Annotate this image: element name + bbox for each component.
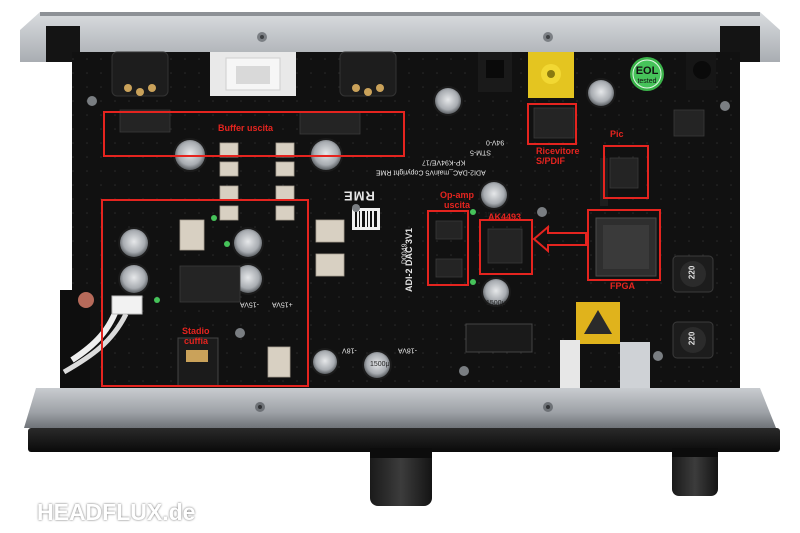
rail-label-mid-a: -18V: [342, 346, 357, 354]
rail-label-left-b: +15VA: [272, 300, 293, 308]
headflux-watermark-text: HEADFLUX.de: [37, 498, 196, 525]
annotation-fpga: FPGA: [610, 281, 636, 291]
board-brand-silkscreen: RME: [343, 188, 375, 204]
rail-label-mid-b: -18VA: [398, 346, 417, 354]
board-kp-code-silkscreen: KP-K94VE/17: [422, 158, 466, 166]
annotation-opamp-line2: uscita: [444, 200, 471, 210]
headflux-logo-icon: [5, 498, 33, 526]
headflux-watermark: HEADFLUX.de: [5, 497, 196, 527]
eol-sticker-line2: tested: [637, 78, 657, 85]
annotation-receiver-spdif-line2: S/PDIF: [536, 156, 566, 166]
annotation-pic-line1: Pic: [610, 129, 624, 139]
annotation-headphone-stage-line2: cuffia: [184, 336, 209, 346]
annotation-output-buffers: Buffer uscita: [218, 123, 274, 133]
board-copyright-silkscreen: ADI2-DAC_mainV5 Copyright RME: [376, 168, 486, 176]
eol-sticker-line1: EOL: [635, 65, 659, 77]
annotation-opamp-line1: Op-amp: [440, 190, 475, 200]
inductor-label-top: 220: [687, 265, 697, 280]
board-stm-silkscreen: STM-5: [470, 148, 491, 156]
annotation-headphone-stage-line1: Stadio: [182, 326, 210, 336]
annotation-dac-chip: AK4493: [488, 212, 522, 222]
inductor-label-bottom: 220: [687, 331, 697, 346]
capacitor-label-2: 1500μ: [486, 300, 506, 307]
rail-label-left-a: -15VA: [240, 300, 259, 308]
annotation-receiver-spdif-line1: Ricevitore: [536, 146, 580, 156]
capacitor-label-3: 1500μ: [370, 361, 390, 368]
board-rating-silkscreen: 94V-0: [486, 138, 505, 146]
board-serial-silkscreen: D0049: [401, 243, 409, 265]
capacitor-label-1: 1500μ: [484, 212, 504, 219]
